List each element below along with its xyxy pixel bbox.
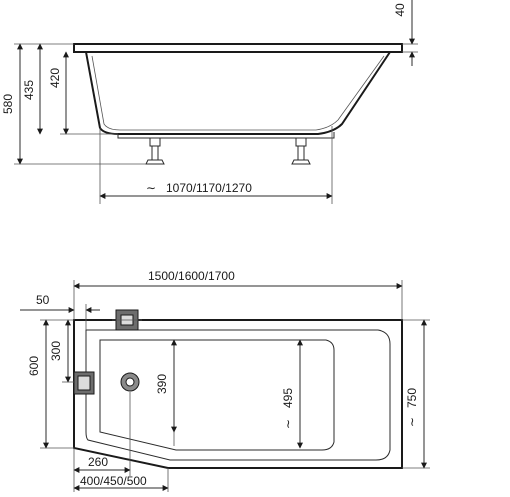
dim-edge: 50 — [36, 293, 50, 307]
approx-symbol-2: ∼ — [281, 419, 295, 429]
approx-symbol: ∼ — [146, 181, 156, 195]
tub-inner-contour — [91, 55, 385, 131]
dim-length: 1500/1600/1700 — [148, 269, 235, 283]
dim-inner-height: 420 — [48, 68, 62, 88]
dim-drain-from-end: 260 — [88, 455, 108, 469]
dim-drain-offset: 300 — [49, 341, 63, 361]
leg-right — [291, 137, 311, 165]
plan-view: 1500/1600/1700 50 600 300 390 495 ∼ 750 … — [20, 269, 430, 492]
approx-symbol-3: ∼ — [405, 417, 419, 427]
dim-outer-height: 435 — [22, 80, 36, 100]
dim-narrow-width: 600 — [27, 356, 41, 376]
tub-base — [117, 132, 335, 139]
dim-wide-width: 750 — [405, 388, 419, 408]
dim-wide-inner: 495 — [281, 388, 295, 408]
side-view: 580 435 420 40 ∼ 1070/1170/1270 — [1, 0, 418, 204]
overflow-fitting — [112, 309, 142, 331]
dim-leg-spacing: 1070/1170/1270 — [166, 181, 252, 195]
tub-body — [85, 51, 391, 135]
tub-basin — [99, 339, 335, 451]
dim-narrow-length: 400/450/500 — [80, 474, 147, 488]
dim-rim: 40 — [393, 3, 407, 17]
drain-icon — [120, 372, 140, 392]
leg-left — [145, 137, 165, 165]
tub-outline-plan — [73, 319, 403, 469]
side-fitting — [73, 371, 95, 395]
dim-inner-width: 390 — [155, 374, 169, 394]
tub-rim — [73, 43, 403, 53]
dim-total-height: 580 — [1, 94, 15, 114]
tub-inner-rim — [85, 329, 391, 461]
